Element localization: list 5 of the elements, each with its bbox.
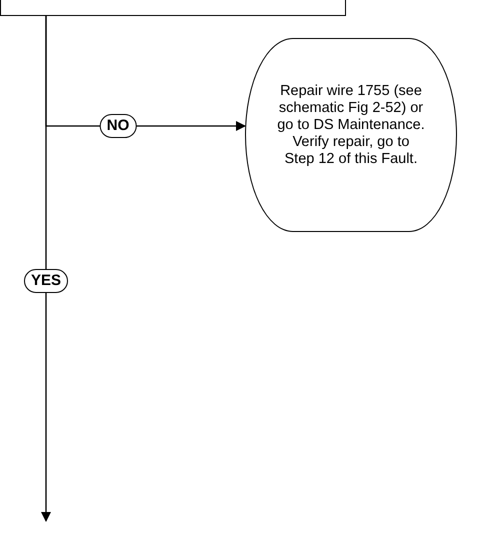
edge-label: NO: [100, 114, 136, 138]
instruction-text: Repair wire 1755 (see schematic Fig 2-52) or go to DS Maintenance. Verify repair, go to Step 12 of this Fault.: [276, 82, 426, 168]
connector-arrow: [41, 16, 51, 522]
edge-label: YES: [24, 269, 68, 293]
process-box: [0, 0, 346, 16]
